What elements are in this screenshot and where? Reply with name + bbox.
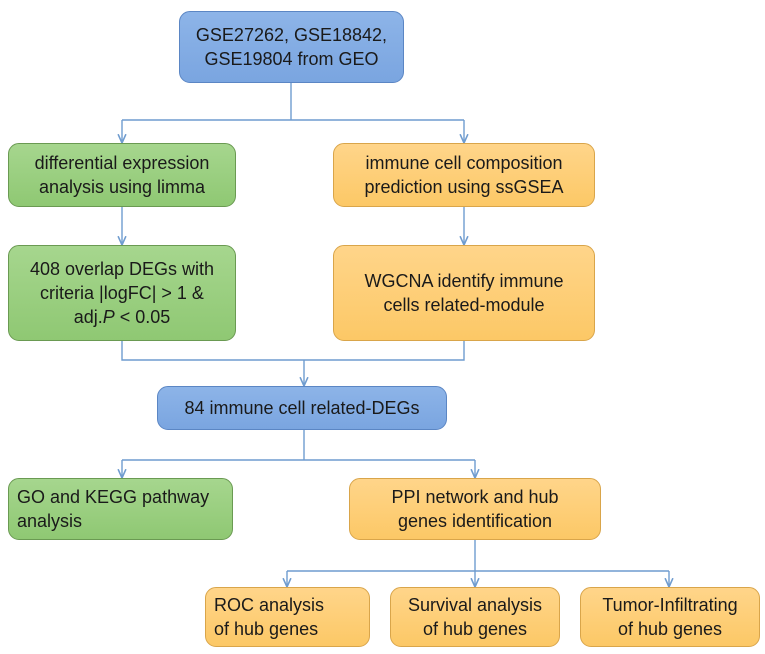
immune-related-degs-box: 84 immune cell related-DEGs [157,386,447,430]
roc-analysis-box: ROC analysis of hub genes [205,587,370,647]
source-datasets-box: GSE27262, GSE18842, GSE19804 from GEO [179,11,404,83]
connector-ppi-split [287,540,669,572]
limma-analysis-box: differential expression analysis using l… [8,143,236,207]
wgcna-module-box: WGCNA identify immune cells related-modu… [333,245,595,341]
ssgsea-prediction-box: immune cell composition prediction using… [333,143,595,207]
tumor-infiltrating-box: Tumor-Infiltrating of hub genes [580,587,760,647]
survival-analysis-box: Survival analysis of hub genes [390,587,560,647]
go-kegg-box: GO and KEGG pathway analysis [8,478,233,540]
overlap-degs-box: 408 overlap DEGs with criteria |logFC| >… [8,245,236,341]
connector-source-split [122,83,464,121]
connector-merge [121,341,465,361]
ppi-network-box: PPI network and hub genes identification [349,478,601,540]
overlap-degs-text: 408 overlap DEGs with criteria |logFC| >… [29,259,215,327]
connector-immune-split [122,430,475,461]
